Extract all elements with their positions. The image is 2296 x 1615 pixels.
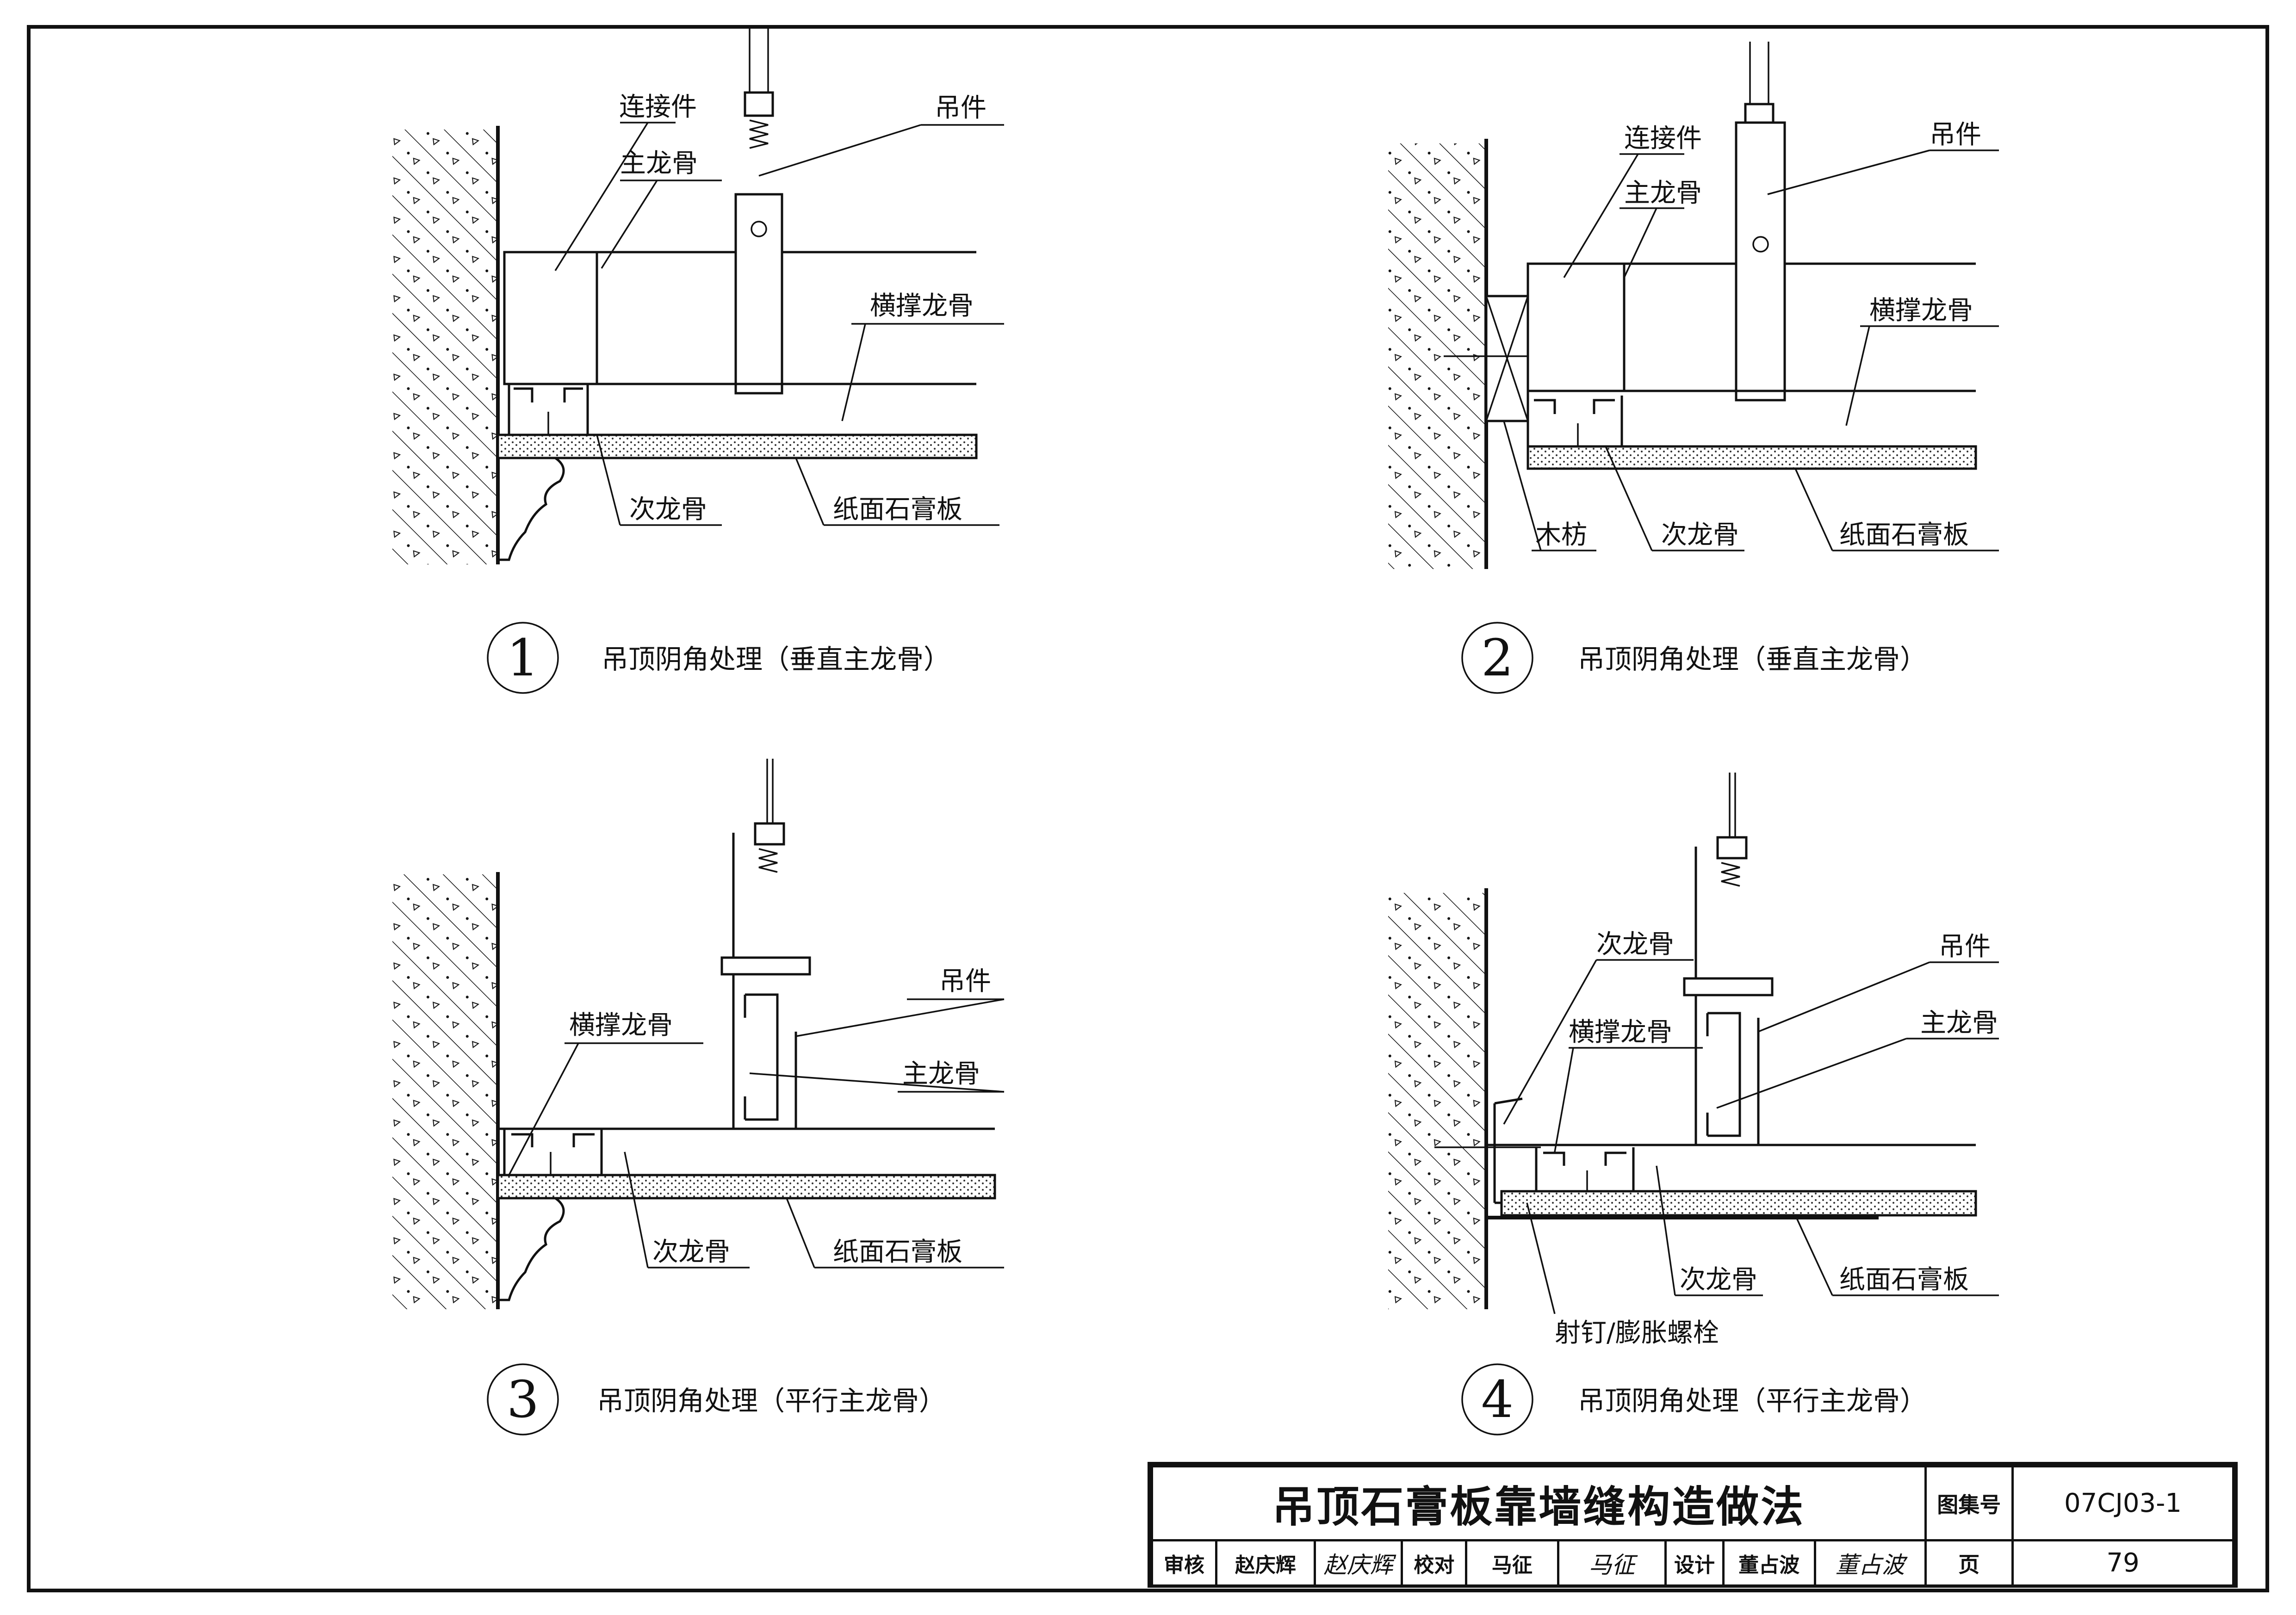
d4-gypsum-label: 纸面石膏板 — [1839, 1265, 1969, 1295]
check-signature: 马征 — [1557, 1539, 1667, 1587]
d4-hanger-label: 吊件 — [1939, 932, 1991, 962]
review-signature: 赵庆辉 — [1313, 1539, 1403, 1587]
d2-hanger-label: 吊件 — [1930, 120, 1981, 150]
d4-cross-keel-label: 横撑龙骨 — [1569, 1017, 1672, 1047]
d1-hanger-label: 吊件 — [935, 93, 987, 123]
d3-cross-keel-label: 横撑龙骨 — [569, 1010, 673, 1040]
design-signature: 董占波 — [1813, 1539, 1927, 1587]
d4-number: 4 — [1481, 1370, 1514, 1429]
d2-caption: 吊顶阴角处理（垂直主龙骨） — [1578, 644, 1927, 675]
check-name: 马征 — [1465, 1539, 1559, 1587]
review-name: 赵庆辉 — [1215, 1539, 1316, 1587]
d3-sub-keel-label: 次龙骨 — [652, 1237, 730, 1267]
d1-connector-label: 连接件 — [619, 92, 697, 122]
d3-caption: 吊顶阴角处理（平行主龙骨） — [597, 1385, 946, 1417]
d4-main-keel-label: 主龙骨 — [1920, 1008, 1998, 1038]
check-label: 校对 — [1401, 1539, 1468, 1587]
detail-4: 次龙骨 吊件 横撑龙骨 主龙骨 次龙骨 纸面石膏板 射钉/膨胀螺栓 4 吊顶阴角… — [1388, 773, 1999, 1436]
d1-sub-keel-label: 次龙骨 — [629, 495, 707, 525]
d3-gypsum-label: 纸面石膏板 — [833, 1237, 962, 1267]
atlas-number: 07CJ03-1 — [2011, 1465, 2235, 1541]
d2-wood-label: 木枋 — [1535, 520, 1587, 550]
d3-hanger-label: 吊件 — [939, 966, 991, 996]
d2-main-keel-label: 主龙骨 — [1624, 178, 1702, 208]
d2-sub-keel-label: 次龙骨 — [1661, 520, 1739, 550]
atlas-label: 图集号 — [1924, 1465, 2014, 1541]
d1-cross-keel-label: 横撑龙骨 — [870, 291, 974, 321]
drawing-title: 吊顶石膏板靠墙缝构造做法 — [1151, 1465, 1927, 1541]
page-label: 页 — [1924, 1539, 2014, 1587]
d1-gypsum-label: 纸面石膏板 — [833, 495, 962, 525]
detail-3: 横撑龙骨 吊件 主龙骨 次龙骨 纸面石膏板 3 吊顶阴角处理（平行主龙骨） — [392, 759, 1005, 1436]
d1-main-keel-label: 主龙骨 — [620, 149, 698, 179]
sheet-border — [27, 25, 2269, 1592]
review-label: 审核 — [1151, 1539, 1217, 1587]
d2-connector-label: 连接件 — [1624, 124, 1702, 154]
d4-nail-bolt-label: 射钉/膨胀螺栓 — [1555, 1318, 1719, 1348]
design-label: 设计 — [1664, 1539, 1725, 1587]
detail-1: 连接件 主龙骨 吊件 横撑龙骨 次龙骨 纸面石膏板 1 吊顶阴角处理（垂直主龙骨… — [392, 28, 1004, 694]
d4-sub-keel-label: 次龙骨 — [1680, 1265, 1757, 1295]
detail-2: 连接件 主龙骨 吊件 横撑龙骨 木枋 次龙骨 纸面石膏板 2 吊顶阴角处理（垂直… — [1388, 42, 1999, 694]
d1-caption: 吊顶阴角处理（垂直主龙骨） — [602, 644, 950, 675]
d2-number: 2 — [1481, 628, 1514, 687]
d2-gypsum-label: 纸面石膏板 — [1839, 520, 1969, 550]
d3-main-keel-label: 主龙骨 — [902, 1059, 980, 1089]
page-number: 79 — [2011, 1539, 2235, 1587]
d2-cross-keel-label: 横撑龙骨 — [1869, 296, 1973, 326]
d4-caption: 吊顶阴角处理（平行主龙骨） — [1578, 1385, 1927, 1417]
d4-sub-keel-top-label: 次龙骨 — [1596, 929, 1674, 959]
d3-number: 3 — [507, 1370, 539, 1429]
d1-number: 1 — [507, 628, 539, 687]
design-name: 董占波 — [1722, 1539, 1816, 1587]
title-block: 吊顶石膏板靠墙缝构造做法 图集号 07CJ03-1 审核 赵庆辉 赵庆辉 校对 … — [1148, 1462, 2238, 1588]
